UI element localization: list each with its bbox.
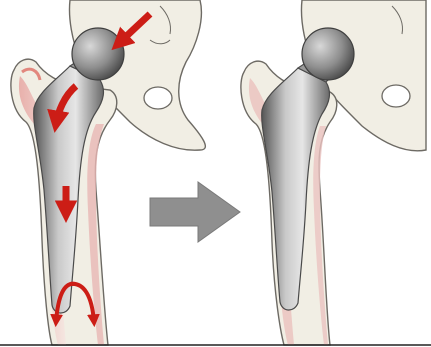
obturator-foramen xyxy=(144,87,172,109)
femoral-head-ball xyxy=(72,28,124,80)
obturator-foramen xyxy=(382,85,410,107)
panel-before xyxy=(11,0,205,345)
femoral-head-ball xyxy=(302,28,354,80)
panel-after xyxy=(241,0,426,345)
right-arrow-icon xyxy=(150,182,240,242)
